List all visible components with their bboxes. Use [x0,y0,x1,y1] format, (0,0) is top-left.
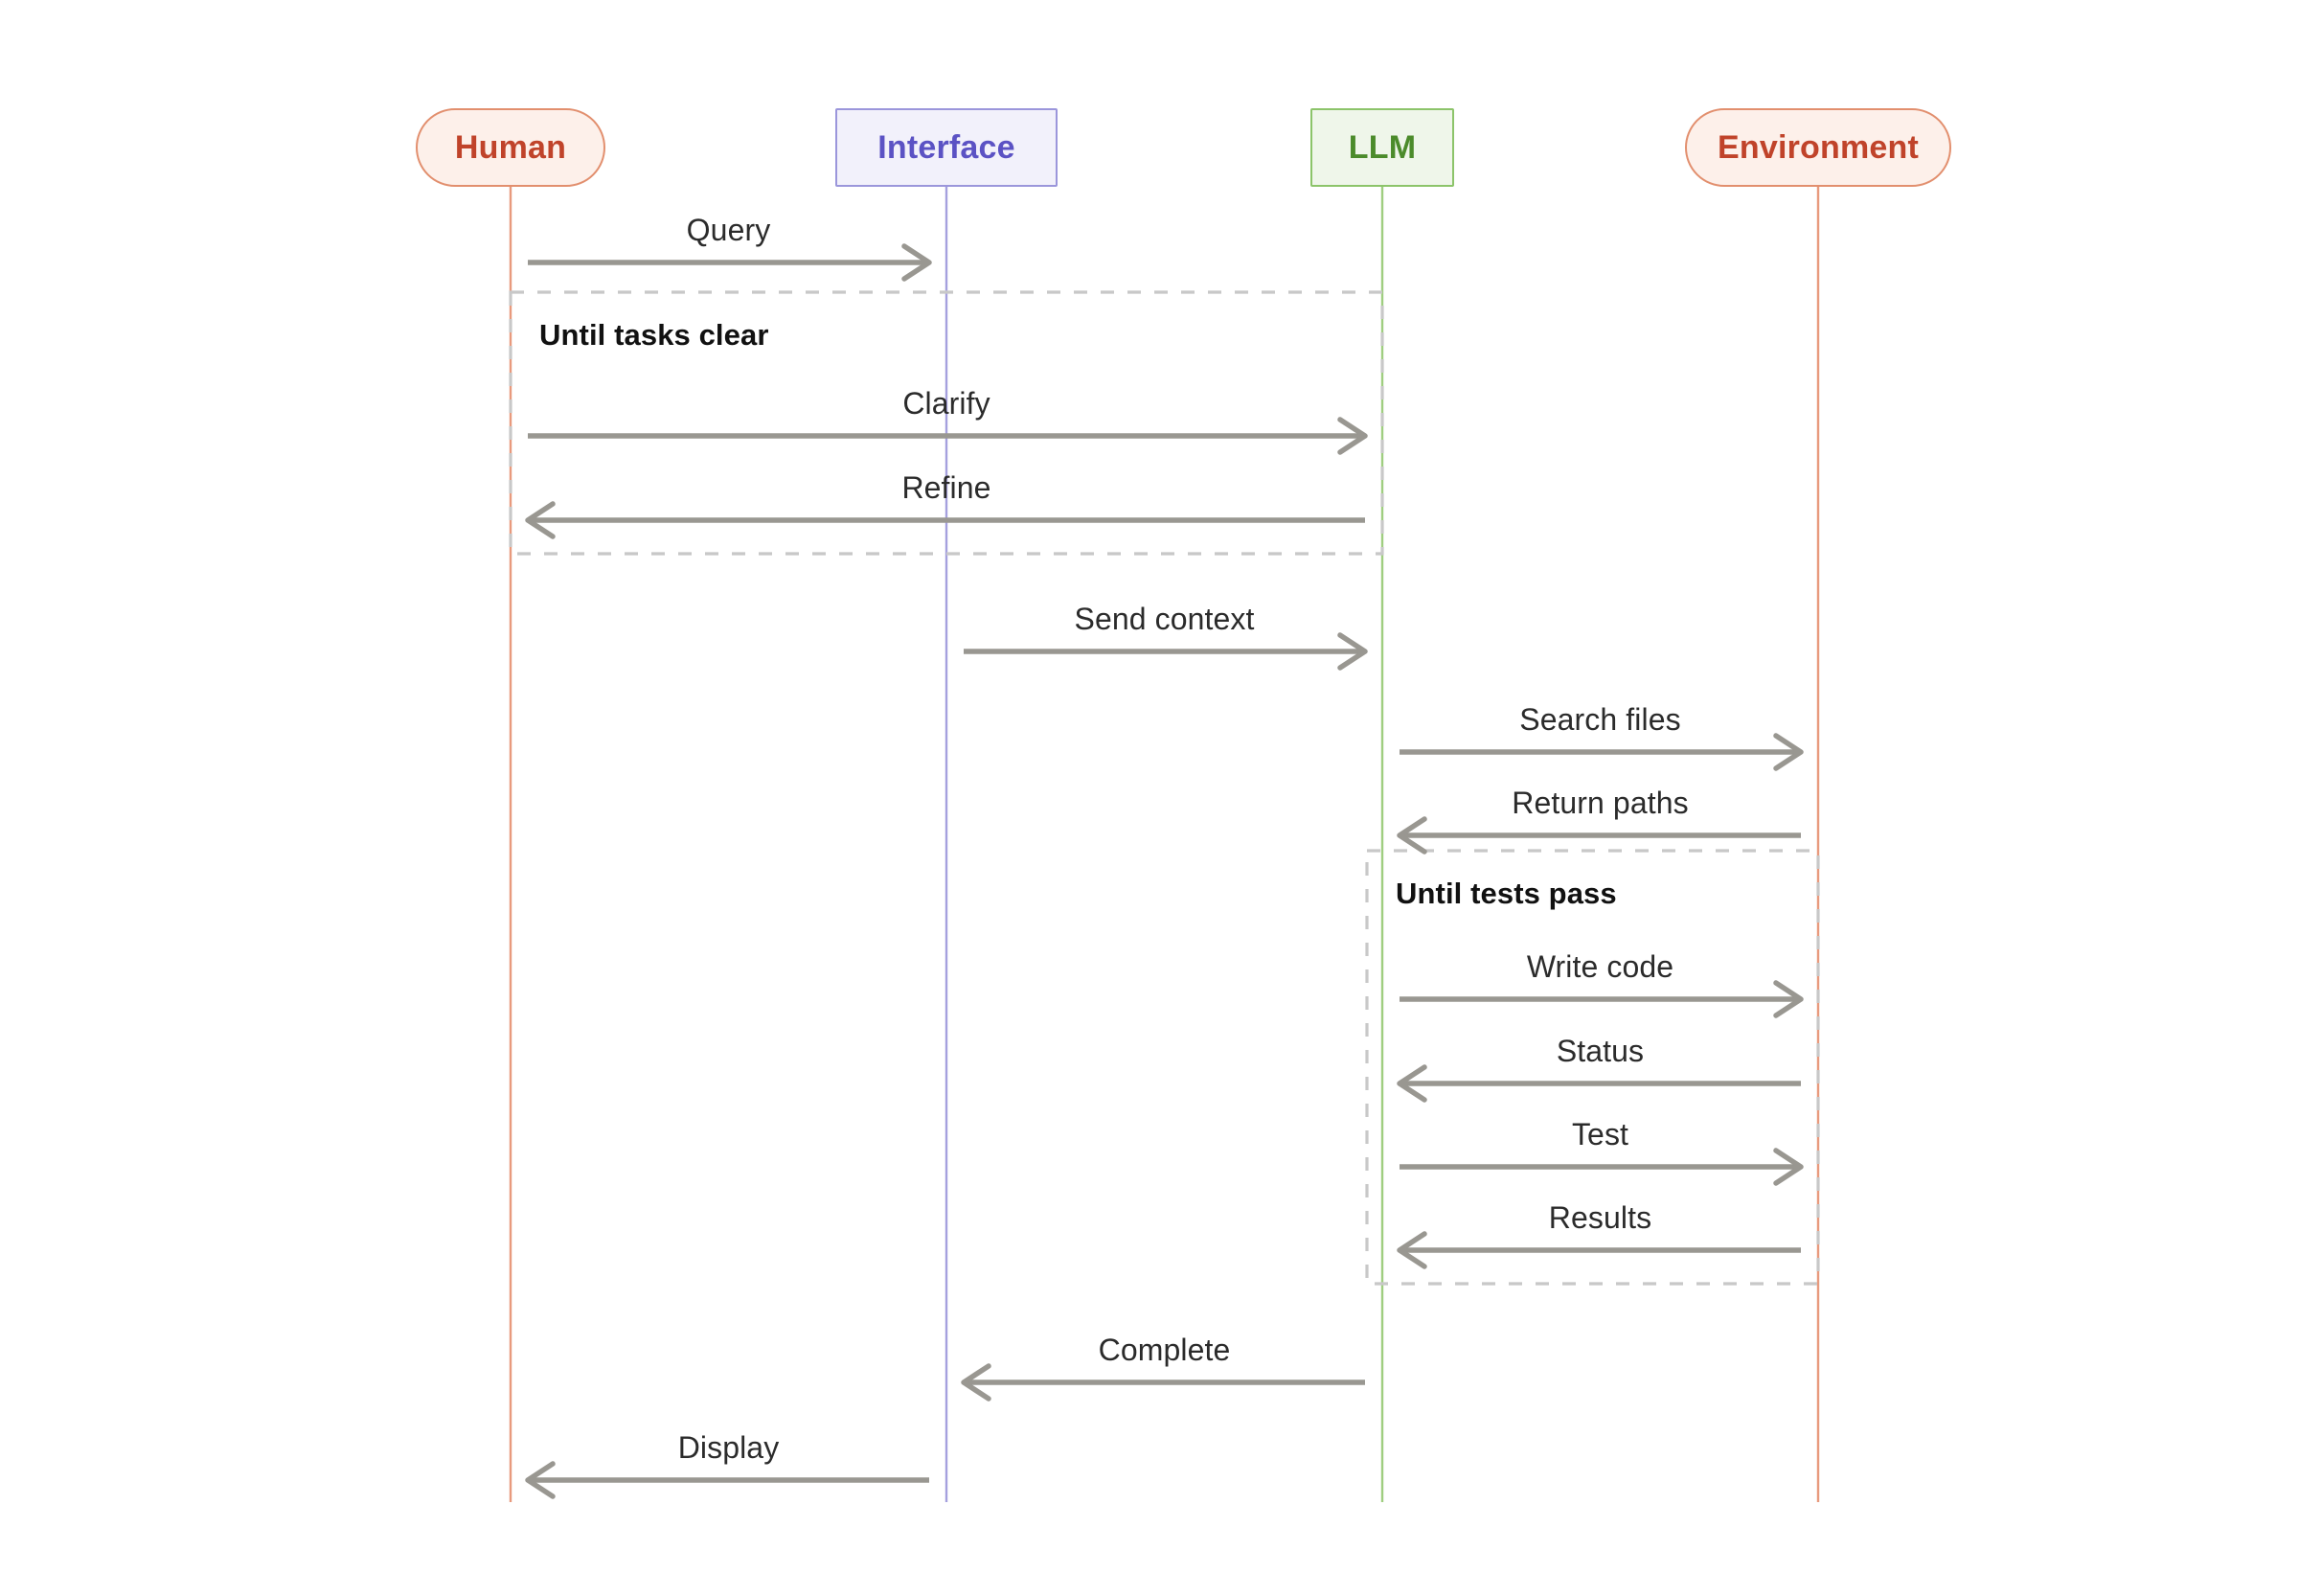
arrow-head [1397,816,1427,855]
message-label-return-paths: Return paths [1512,786,1689,820]
participant-label-interface: Interface [877,128,1015,166]
participant-label-llm: LLM [1348,128,1417,166]
arrow-head [525,501,556,539]
message-arrows-layer [525,243,1804,1499]
arrow-head [961,1363,991,1402]
message-label-query: Query [686,213,771,247]
message-arrow-write-code [1400,980,1804,1018]
arrow-head [1337,417,1368,455]
arrow-head [1397,1231,1427,1269]
message-arrow-clarify [528,417,1368,455]
message-label-search-files: Search files [1519,702,1681,737]
message-arrow-test [1400,1148,1804,1186]
message-arrow-search-files [1400,733,1804,771]
message-label-refine: Refine [901,470,991,505]
lifelines-layer [509,187,1820,1502]
message-arrow-refine [525,501,1365,539]
message-arrow-send-context [964,632,1368,671]
participant-label-environment: Environment [1717,128,1919,166]
arrow-head [525,1461,556,1499]
message-label-results: Results [1548,1200,1652,1235]
arrow-head [1773,1148,1804,1186]
message-label-write-code: Write code [1526,949,1674,984]
message-label-complete: Complete [1098,1333,1231,1367]
message-label-send-context: Send context [1074,602,1255,636]
message-label-test: Test [1571,1117,1629,1151]
message-arrow-complete [961,1363,1365,1402]
message-arrow-results [1397,1231,1801,1269]
loop-until-tasks-clear-border [509,290,1384,556]
participant-environment[interactable]: Environment [1685,108,1951,187]
message-label-clarify: Clarify [902,386,990,421]
arrow-head [901,243,932,282]
participant-llm[interactable]: LLM [1310,108,1454,187]
message-label-display: Display [677,1430,780,1465]
participant-human[interactable]: Human [416,108,605,187]
arrow-head [1337,632,1368,671]
participant-interface[interactable]: Interface [835,108,1058,187]
message-arrow-return-paths [1397,816,1801,855]
loop-boxes-layer [509,290,1820,1286]
message-arrow-status [1397,1064,1801,1103]
loop-until-tests-pass-border [1365,849,1820,1286]
arrow-head [1397,1064,1427,1103]
arrow-head [1773,733,1804,771]
message-label-status: Status [1556,1034,1645,1068]
arrow-head [1773,980,1804,1018]
loop-until-tasks-clear-title: Until tasks clear [539,318,769,352]
participant-label-human: Human [454,128,567,166]
message-arrow-display [525,1461,929,1499]
loop-until-tests-pass-title: Until tests pass [1396,877,1617,910]
message-arrow-query [528,243,932,282]
